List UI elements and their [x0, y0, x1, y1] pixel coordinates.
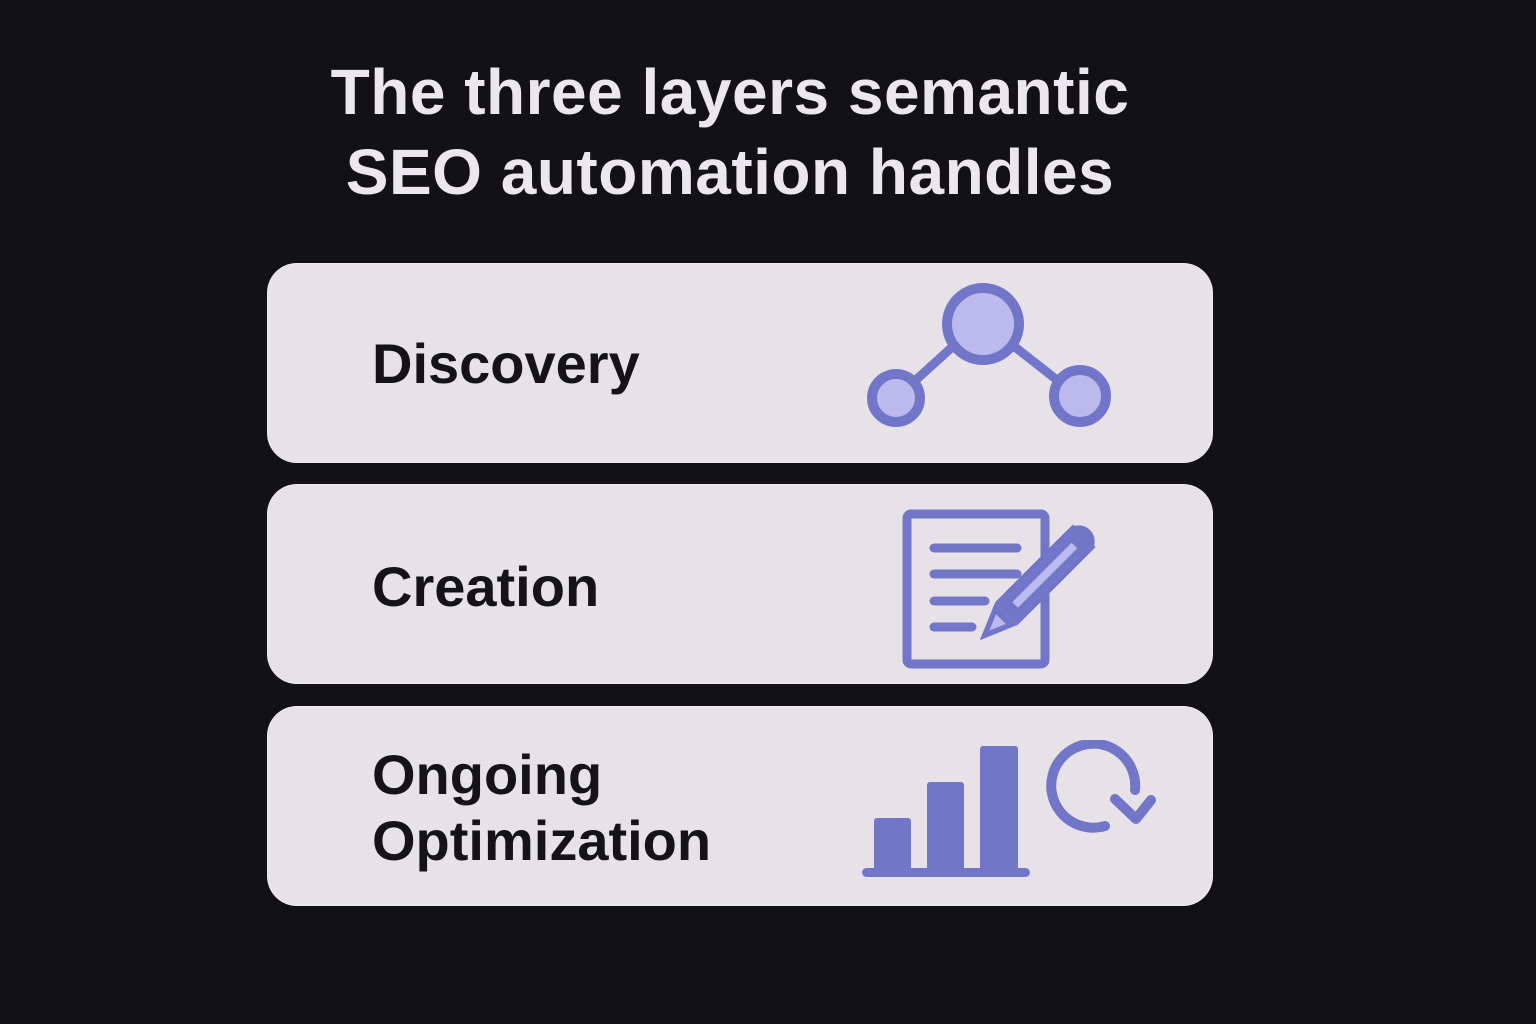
layer-card-creation: Creation [267, 484, 1213, 684]
layer-label: Ongoing Optimization [372, 743, 712, 872]
title-line-1: The three layers semantic [330, 56, 1130, 128]
refresh-icon [1046, 740, 1156, 833]
title-line-2: SEO automation handles [345, 136, 1115, 208]
bar-chart-icon [862, 746, 1030, 877]
layer-label: Discovery [372, 332, 640, 395]
layer-card-ongoing-optimization: Ongoing Optimization [267, 706, 1213, 906]
layer-card-discovery: Discovery [267, 263, 1213, 463]
network-nodes-icon [867, 283, 1111, 427]
layer-label: Creation [372, 555, 600, 618]
document-pencil-icon [902, 509, 1096, 669]
bar-chart-refresh-icon [862, 740, 1156, 877]
page-title: The three layers semantic SEO automation… [0, 52, 1460, 212]
